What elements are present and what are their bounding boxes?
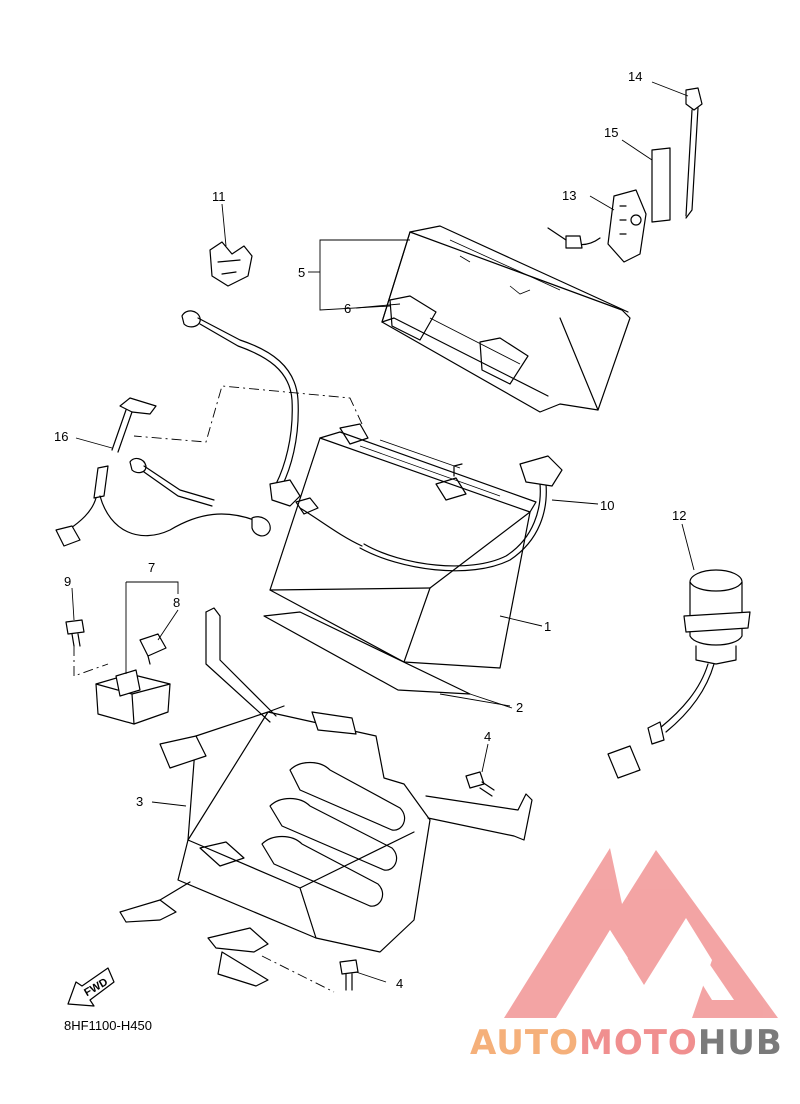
battery-part bbox=[269, 423, 537, 669]
battery-cover-part bbox=[381, 225, 631, 413]
callout-12: 12 bbox=[672, 508, 686, 523]
cable-tie-part bbox=[685, 87, 703, 219]
callout-5: 5 bbox=[298, 265, 305, 280]
diagram-code: 8HF1100-H450 bbox=[64, 1018, 152, 1033]
negative-cable-part bbox=[181, 310, 319, 515]
positive-cable-part bbox=[299, 455, 563, 572]
watermark-word-moto: MOTO bbox=[579, 1023, 698, 1063]
watermark-text: AUTOMOTOHUB bbox=[470, 1023, 783, 1063]
bolt-parts bbox=[65, 619, 495, 991]
watermark-word-hub: HUB bbox=[698, 1023, 783, 1063]
callout-14: 14 bbox=[628, 69, 642, 84]
callout-2: 2 bbox=[516, 700, 523, 715]
fwd-arrow: FWD bbox=[67, 967, 115, 1007]
sub-wire-lead-part bbox=[55, 397, 271, 547]
callout-16: 16 bbox=[54, 429, 68, 444]
callout-4-top: 4 bbox=[484, 729, 491, 744]
callout-11: 11 bbox=[212, 189, 226, 204]
damper-part bbox=[651, 147, 671, 223]
callout-7: 7 bbox=[148, 560, 155, 575]
holder-part bbox=[547, 189, 647, 263]
callout-15: 15 bbox=[604, 125, 618, 140]
dc-socket-part bbox=[607, 569, 751, 779]
callouts: 1 2 3 4 4 5 6 7 8 9 10 11 12 13 14 15 16 bbox=[54, 69, 695, 991]
battery-box-part bbox=[119, 607, 533, 987]
watermark-word-auto: AUTO bbox=[470, 1023, 579, 1063]
routing-lines bbox=[73, 385, 363, 993]
relay-part bbox=[95, 633, 171, 725]
callout-3: 3 bbox=[136, 794, 143, 809]
callout-4-bottom: 4 bbox=[396, 976, 403, 991]
callout-13: 13 bbox=[562, 188, 576, 203]
callout-9: 9 bbox=[64, 574, 71, 589]
watermark-logo-icon bbox=[504, 848, 778, 1018]
callout-8: 8 bbox=[173, 595, 180, 610]
callout-10: 10 bbox=[600, 498, 614, 513]
callout-6: 6 bbox=[344, 301, 351, 316]
clip-part bbox=[209, 241, 253, 287]
callout-1: 1 bbox=[544, 619, 551, 634]
